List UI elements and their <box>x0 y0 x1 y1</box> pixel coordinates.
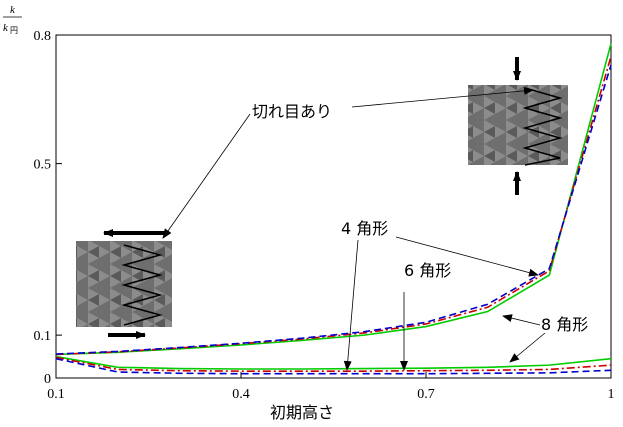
plot-frame <box>55 34 612 379</box>
series-layer <box>55 43 612 375</box>
y-axis-label: k k 円 <box>3 4 22 35</box>
annotation-square: 4 角形 <box>341 219 388 238</box>
slit-spring-illustration <box>76 229 172 339</box>
y-label-numerator: k <box>10 4 16 16</box>
x-tick-label: 0.7 <box>417 387 435 402</box>
y-tick-label: 0.1 <box>34 329 52 344</box>
y-tick-label: 0.5 <box>34 158 52 173</box>
annotation-slit: 切れ目あり <box>252 102 332 121</box>
y-label-subscript: 円 <box>10 26 18 35</box>
y-label-denominator: k <box>3 22 9 34</box>
series-line-3 <box>55 355 612 370</box>
annotation-hexagon: 6 角形 <box>404 261 451 280</box>
x-tick-label: 1 <box>608 387 615 402</box>
y-tick-label: 0.8 <box>34 29 52 44</box>
compression-spring-illustration <box>468 57 568 195</box>
series-line-4 <box>55 356 612 372</box>
annotations: 切れ目あり 4 角形 6 角形 8 角形 <box>162 86 588 371</box>
annotation-octagon: 8 角形 <box>541 315 588 334</box>
y-tick-label: 0 <box>44 372 51 387</box>
x-tick-label: 0.4 <box>232 387 250 402</box>
series-line-2 <box>55 64 612 355</box>
series-line-5 <box>55 357 612 375</box>
x-tick-label: 0.1 <box>47 387 65 402</box>
x-axis-label: 初期高さ <box>270 403 334 422</box>
